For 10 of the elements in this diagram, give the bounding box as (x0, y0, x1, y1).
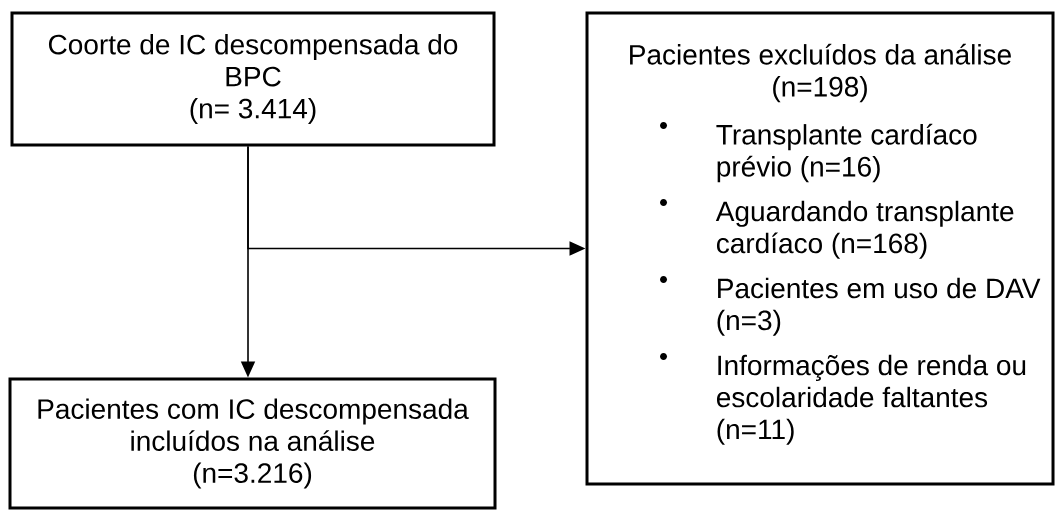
bullet-item: Pacientes em uso de DAV (n=3) (717, 277, 1041, 336)
exclusion-box (585, 11, 1055, 486)
box-heading: Pacientes excluídos da análise (n=198) (630, 43, 1011, 103)
flow-box (8, 377, 497, 510)
box-text: Coorte de IC descompensada do BPC (n= 3.414) (48, 33, 458, 125)
bullet-item: Transplante cardíaco prévio (n=16) (716, 123, 977, 183)
box-text: Pacientes com IC descompensada incluídos na análise (n=3.216) (38, 398, 469, 489)
bullet-item: Informações de renda ou escolaridade faltantes (n=11) (716, 354, 1026, 445)
bullet-item: Aguardando transplante cardíaco (n=168) (715, 200, 1014, 259)
flow-box (10, 11, 496, 147)
